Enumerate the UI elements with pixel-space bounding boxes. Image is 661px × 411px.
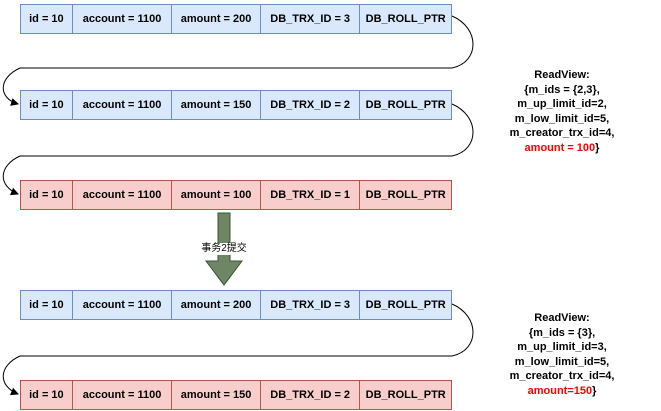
trx-id-cell: DB_TRX_ID = 1 [259, 181, 360, 209]
id-cell: id = 10 [29, 389, 64, 401]
trx-id-cell: DB_TRX_ID = 2 [259, 381, 360, 409]
readview-title: ReadView: [534, 312, 590, 324]
amount-cell: amount = 150 [171, 381, 260, 409]
readview-amount: amount = 100 [524, 141, 596, 154]
roll-ptr-cell: DB_ROLL_PTR [359, 291, 451, 319]
roll-ptr-link-2 [2, 103, 474, 196]
amount-cell: amount = 200 [171, 5, 260, 33]
account-cell: account = 1100 [71, 291, 172, 319]
undo-record-row: id = 10 account = 1100 amount = 200 DB_T… [20, 4, 452, 34]
amount-cell: amount = 150 [171, 91, 260, 119]
account-cell: account = 1100 [71, 381, 172, 409]
roll-ptr-cell: DB_ROLL_PTR [359, 91, 451, 119]
id-cell: id = 10 [29, 13, 64, 25]
readview-line: m_creator_trx_id=4, [509, 370, 615, 382]
undo-record-row: id = 10 account = 1100 amount = 150 DB_T… [20, 90, 452, 120]
trx-id-cell: DB_TRX_ID = 2 [259, 91, 360, 119]
readview-title: ReadView: [534, 69, 590, 81]
amount-cell: amount = 100 [171, 181, 260, 209]
readview-line: {m_ids = {3}, [528, 326, 596, 339]
readview-note: ReadView: {m_ids = {2,3}, m_up_limit_id=… [492, 68, 632, 155]
id-cell: id = 10 [29, 99, 64, 111]
undo-record-row: id = 10 account = 1100 amount = 150 DB_T… [20, 380, 452, 410]
readview-line: m_low_limit_id=5, [514, 112, 610, 125]
undo-record-row: id = 10 account = 1100 amount = 200 DB_T… [20, 290, 452, 320]
account-cell: account = 1100 [71, 181, 172, 209]
id-cell: id = 10 [29, 299, 64, 311]
readview-amount: amount=150 [527, 384, 593, 397]
roll-ptr-link-3 [2, 303, 474, 396]
account-cell: account = 1100 [71, 91, 172, 119]
trx-id-cell: DB_TRX_ID = 3 [259, 291, 360, 319]
readview-line: m_creator_trx_id=4, [509, 127, 615, 139]
readview-line: m_up_limit_id=2, [517, 98, 607, 110]
readview-line: m_low_limit_id=5, [514, 355, 610, 368]
roll-ptr-link-1 [2, 15, 474, 106]
readview-closing: } [592, 384, 597, 397]
readview-line: {m_ids = {2,3}, [524, 83, 600, 96]
readview-closing: } [595, 141, 600, 154]
undo-record-row: id = 10 account = 1100 amount = 100 DB_T… [20, 180, 452, 210]
roll-ptr-cell: DB_ROLL_PTR [359, 5, 451, 33]
commit-label: 事务2提交 [196, 243, 252, 255]
readview-note: ReadView: {m_ids = {3}, m_up_limit_id=3,… [492, 311, 632, 398]
roll-ptr-cell: DB_ROLL_PTR [359, 381, 451, 409]
amount-cell: amount = 200 [171, 291, 260, 319]
readview-line: m_up_limit_id=3, [517, 341, 607, 353]
roll-ptr-cell: DB_ROLL_PTR [359, 181, 451, 209]
account-cell: account = 1100 [71, 5, 172, 33]
trx-id-cell: DB_TRX_ID = 3 [259, 5, 360, 33]
id-cell: id = 10 [29, 189, 64, 201]
